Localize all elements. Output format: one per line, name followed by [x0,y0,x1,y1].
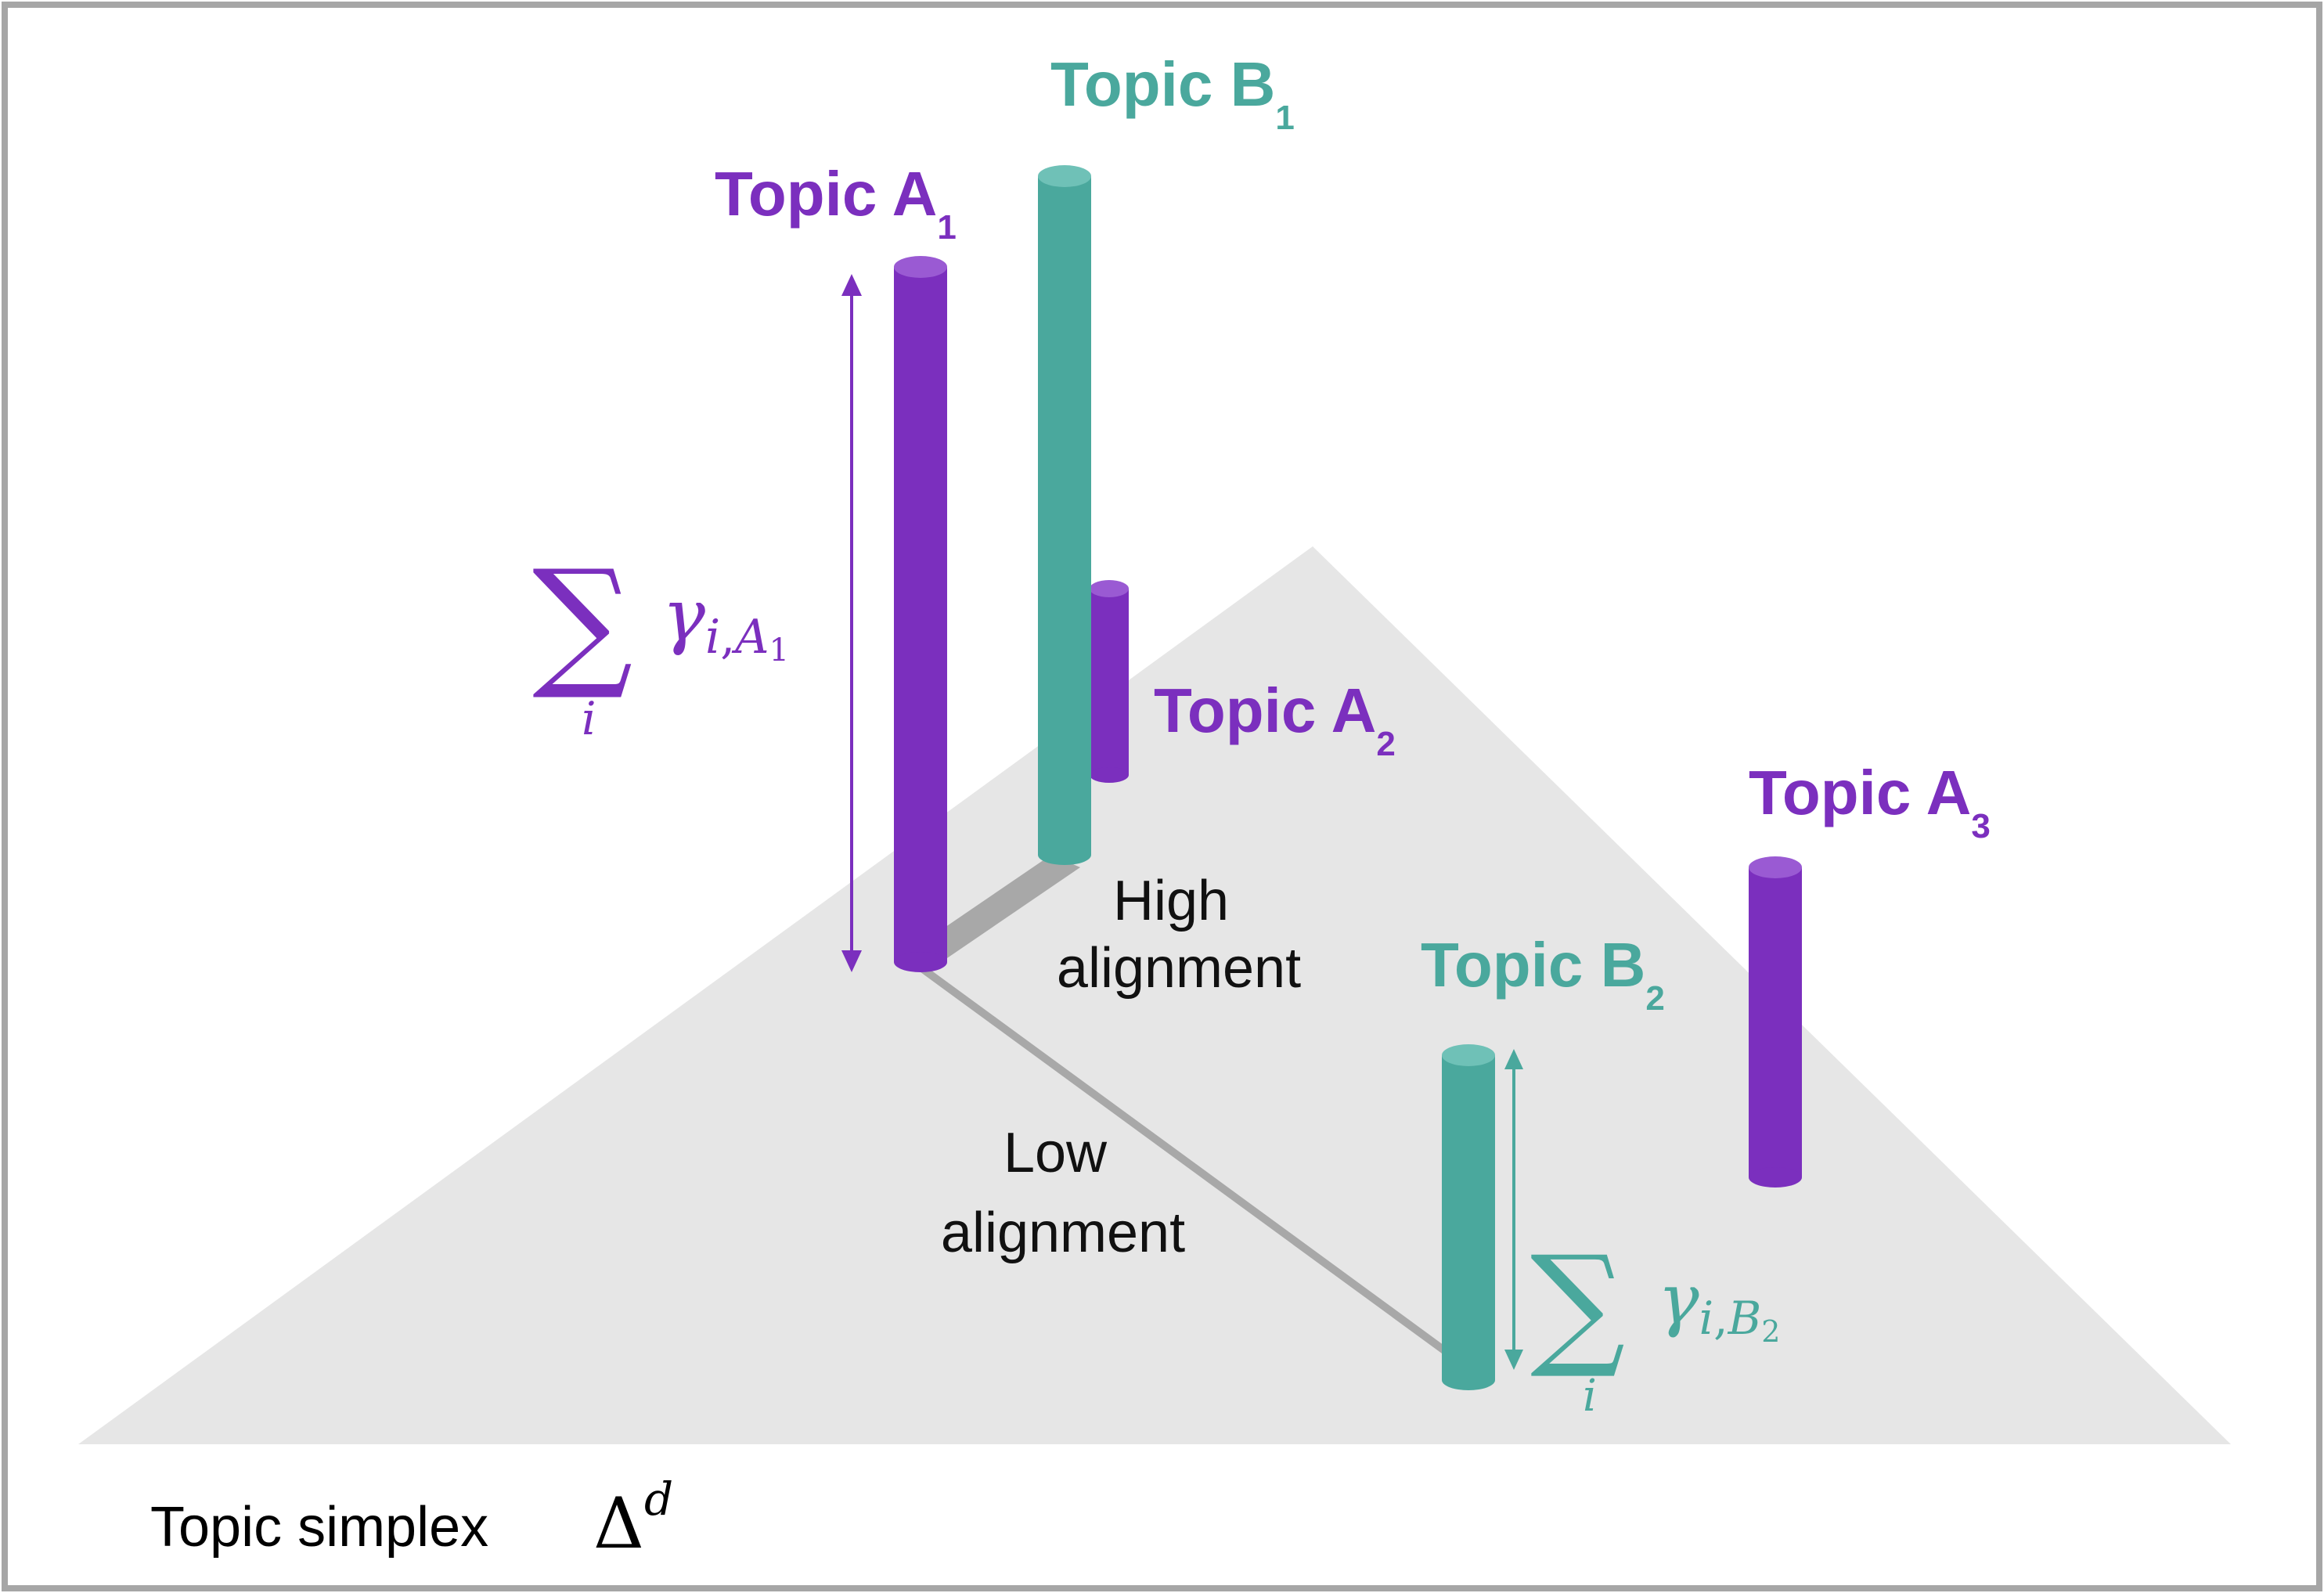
height-arrow-a1 [841,274,862,972]
pillar-topic-a3 [1749,856,1802,1188]
height-arrow-b2 [1504,1049,1523,1370]
label-topic-a3: Topic A3 [1749,758,1991,845]
gamma-term-b2: γi,B2 [1658,1259,1780,1349]
sum-symbol-a1: ∑ [532,540,633,704]
gamma-term-a1: γi,A1 [662,574,789,669]
simplex-symbol: Δd [593,1472,673,1565]
pillar-topic-b2 [1442,1044,1495,1390]
simplex-triangle [78,546,2231,1444]
label-topic-b2: Topic B2 [1421,930,1665,1018]
pillar-topic-b1 [1038,165,1091,865]
label-topic-a2: Topic A2 [1154,676,1396,763]
pillar-topic-a1 [894,256,947,972]
low-alignment-connector [917,963,1447,1354]
formula-sum-gamma-a1: ∑ i γi,A1 [532,540,789,745]
label-topic-b1: Topic B1 [1050,49,1295,137]
label-topic-simplex: Topic simplex [150,1496,488,1559]
pillar-topic-a2 [1090,580,1129,783]
high-alignment-connector [916,855,1080,960]
sum-index-b2: i [1583,1371,1597,1422]
sum-symbol-b2: ∑ [1530,1227,1625,1382]
label-low-alignment: Low alignment [941,1122,1185,1264]
formula-sum-gamma-b2: ∑ i γi,B2 [1530,1227,1780,1422]
sum-index-a1: i [582,692,596,745]
label-high-alignment: High alignment [1057,870,1301,1000]
label-topic-a1: Topic A1 [715,159,957,247]
